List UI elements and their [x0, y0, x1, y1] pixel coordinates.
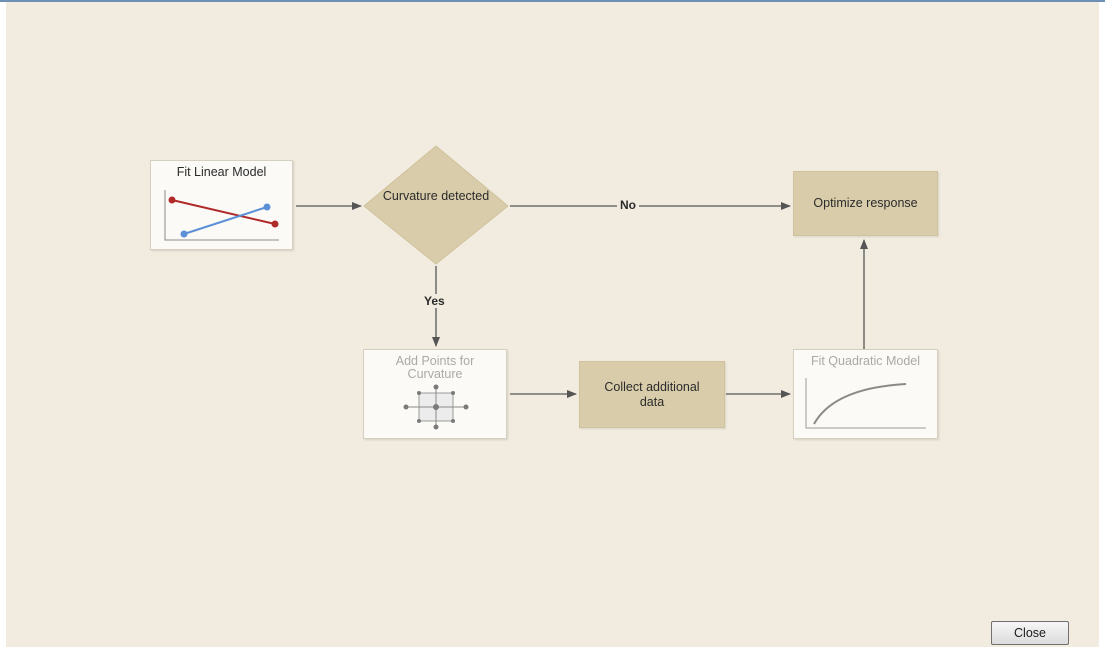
window-right-border [1099, 2, 1105, 647]
edge-label-no: No [617, 198, 639, 212]
design-points-icon [403, 384, 469, 430]
fit-quadratic-model-node[interactable]: Fit Quadratic Model [793, 349, 938, 439]
optimize-response-label: Optimize response [813, 196, 918, 210]
linear-model-icon [164, 190, 279, 241]
quadratic-model-icon [805, 378, 926, 429]
add-points-label: Add Points for Curvature [395, 354, 475, 381]
collect-data-label: Collect additional data [604, 379, 700, 409]
curvature-decision-diamond [363, 145, 509, 265]
fit-linear-model-label: Fit Linear Model [176, 165, 267, 179]
optimize-response-node[interactable]: Optimize response [793, 171, 938, 236]
edge-label-yes: Yes [421, 294, 448, 308]
collect-data-node[interactable]: Collect additional data [579, 361, 725, 428]
window-left-border [0, 2, 6, 647]
add-points-node[interactable]: Add Points for Curvature [363, 349, 507, 439]
curvature-decision-label: Curvature detected [382, 189, 490, 203]
fit-linear-model-node[interactable]: Fit Linear Model [150, 160, 293, 250]
fit-quadratic-model-label: Fit Quadratic Model [810, 354, 921, 368]
close-button[interactable]: Close [991, 621, 1069, 645]
